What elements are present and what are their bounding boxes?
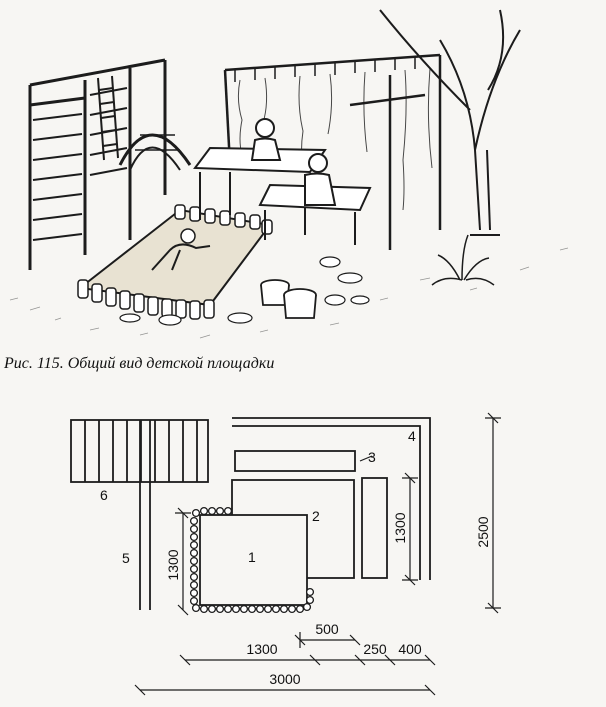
dim-1300-right: 1300 <box>392 512 408 543</box>
pergola-plan <box>232 417 431 580</box>
playground-illustration <box>9 9 569 339</box>
ground-hatching <box>9 247 569 339</box>
sandbox-plan <box>199 514 308 606</box>
dim-1300-bottom: 1300 <box>246 641 277 657</box>
label-table: 2 <box>312 508 320 524</box>
label-sandbox: 1 <box>248 549 256 565</box>
dim-400: 400 <box>398 641 422 657</box>
dim-3000: 3000 <box>269 671 300 687</box>
dim-500: 500 <box>315 621 339 637</box>
climbing-wall-plan <box>139 420 151 610</box>
bench-plan-top <box>234 450 356 472</box>
plant-drawing <box>431 234 495 286</box>
path-stones <box>119 256 370 326</box>
bench-plan-right <box>361 477 388 579</box>
climbing-wall-drawing <box>28 58 192 270</box>
sandbox-drawing <box>77 204 273 320</box>
stools-drawing <box>260 279 317 319</box>
label-ladder: 6 <box>100 487 108 503</box>
label-bench: 3 <box>368 449 376 465</box>
pergola-drawing <box>223 53 442 250</box>
dim-1300-left: 1300 <box>165 549 181 580</box>
dimension-lines <box>134 412 501 696</box>
tree-drawing <box>379 9 521 236</box>
dim-250: 250 <box>363 641 387 657</box>
label-climbing-wall: 5 <box>122 550 130 566</box>
table-drawing <box>193 118 372 245</box>
sandbox-log-border <box>189 506 315 614</box>
figure-caption: Рис. 115. Общий вид детской площадки <box>4 355 275 372</box>
label-pergola: 4 <box>408 428 416 444</box>
dim-2500: 2500 <box>475 516 491 547</box>
